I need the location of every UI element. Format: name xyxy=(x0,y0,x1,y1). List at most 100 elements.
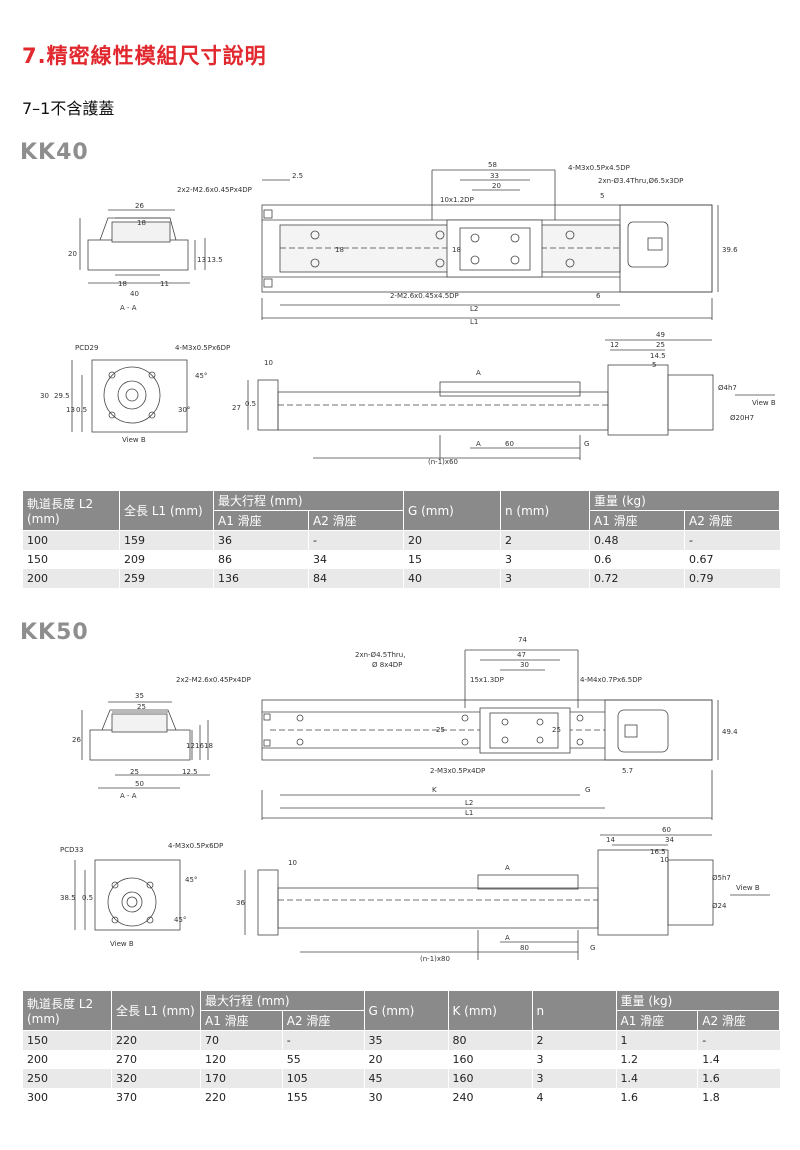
kk50-drawing: 2x2-M2.6x0.45Px4DP 74 47 30 2xn-Ø4.5Thru… xyxy=(60,636,770,963)
kk40-label-d12: 14.5 xyxy=(650,352,666,360)
kk50-label-c4: 0.5 xyxy=(82,894,93,902)
kk40-label-c1: PCD29 xyxy=(75,344,98,352)
table-cell: 3 xyxy=(500,550,590,569)
table-cell: 300 xyxy=(22,1088,112,1107)
kk40-label-a9: 5 xyxy=(600,192,604,200)
kk50-header-g: G (mm) xyxy=(363,990,449,1031)
kk50-header-weight-a1: A1 滑座 xyxy=(615,1010,699,1031)
kk50-label-b8: 12.5 xyxy=(182,768,198,776)
kk40-label-a1: 2x2-M2.6x0.45Px4DP xyxy=(177,186,252,194)
kk40-label-b1: 26 xyxy=(135,202,144,210)
kk50-label-b1: 35 xyxy=(135,692,144,700)
table-cell: 36 xyxy=(213,530,309,550)
table-cell: 200 xyxy=(22,1050,112,1069)
kk50-label-d4: A xyxy=(505,934,510,942)
kk40-label-d4: A xyxy=(476,369,481,377)
kk50-label-a6: 15x1.3DP xyxy=(470,676,504,684)
kk40-label-d1: 10 xyxy=(264,359,273,367)
table-cell: 150 xyxy=(22,550,120,569)
kk40-label-d10: 12 xyxy=(610,341,619,349)
kk50-header-n: n xyxy=(531,990,617,1031)
table-cell: 3 xyxy=(531,1069,616,1088)
kk50-label-b9: 50 xyxy=(135,780,144,788)
kk40-label-d11: 25 xyxy=(656,341,665,349)
kk40-label-a3: 58 xyxy=(488,161,497,169)
kk40-label-d13: 5 xyxy=(652,361,656,369)
kk40-label-a2: 2.5 xyxy=(292,172,303,180)
table-cell: 4 xyxy=(531,1088,616,1107)
kk50-label-d1: 10 xyxy=(288,859,297,867)
table-cell: - xyxy=(308,530,404,550)
kk50-label-a16: L1 xyxy=(465,809,473,817)
kk40-label-b6: 18 xyxy=(118,280,127,288)
table-cell: 209 xyxy=(119,550,214,569)
kk40-label-c9: View B xyxy=(122,436,146,444)
kk40-label-b8: 40 xyxy=(130,290,139,298)
kk50-header-rail: 軌道長度 L2 (mm) xyxy=(22,990,112,1031)
table-cell: 1.4 xyxy=(697,1050,780,1069)
kk50-header-k: K (mm) xyxy=(447,990,533,1031)
table-cell: 105 xyxy=(281,1069,364,1088)
kk50-header-weight: 重量 (kg) xyxy=(615,990,780,1011)
model-title-kk40: KK40 xyxy=(20,140,89,165)
kk50-label-a5: 2xn-Ø4.5Thru, xyxy=(355,651,405,659)
table-cell: 35 xyxy=(363,1030,448,1050)
kk50-label-d15: View B xyxy=(736,884,760,892)
kk50-label-c1: PCD33 xyxy=(60,846,83,854)
kk50-label-a11: 2-M3x0.5Px4DP xyxy=(430,767,485,775)
kk50-label-a4: 30 xyxy=(520,661,529,669)
table-cell: 150 xyxy=(22,1030,112,1050)
kk50-label-d7: (n-1)x80 xyxy=(420,955,450,963)
table-cell: 200 xyxy=(22,569,120,588)
kk40-label-a7: 2xn-Ø3.4Thru,Ø6.5x3DP xyxy=(598,177,683,185)
table-cell: 0.79 xyxy=(684,569,780,588)
kk50-label-a3: 47 xyxy=(517,651,526,659)
kk40-label-b2: 18 xyxy=(137,219,146,227)
kk40-label-b9: A - A xyxy=(120,304,137,312)
kk40-label-a8: 10x1.2DP xyxy=(440,196,474,204)
kk50-label-b5: 16 xyxy=(195,742,204,750)
kk40-label-a14: 6 xyxy=(596,292,601,300)
table-cell: - xyxy=(684,530,780,550)
page-title: 7.精密線性模組尺寸說明 xyxy=(22,44,267,68)
kk40-header-weight-a1: A1 滑座 xyxy=(589,510,685,531)
table-cell: 220 xyxy=(200,1088,283,1107)
kk40-label-c8: 45° xyxy=(195,372,207,380)
table-cell: 20 xyxy=(403,530,501,550)
table-cell: 160 xyxy=(447,1050,532,1069)
kk50-label-a10: 49.4 xyxy=(722,728,738,736)
table-cell: 159 xyxy=(119,530,214,550)
table-cell: 250 xyxy=(22,1069,112,1088)
kk40-label-d15: Ø20H7 xyxy=(730,414,754,422)
table-cell: 259 xyxy=(119,569,214,588)
model-title-kk50: KK50 xyxy=(20,620,89,645)
kk40-label-d16: View B xyxy=(752,399,776,407)
table-cell: 30 xyxy=(363,1088,448,1107)
kk50-label-d13: Ø5h7 xyxy=(712,874,731,882)
kk50-label-a8: 25 xyxy=(436,726,445,734)
kk50-label-a12: 5.7 xyxy=(622,767,633,775)
kk40-label-a6: 4-M3x0.5Px4.5DP xyxy=(568,164,630,172)
kk40-label-a10: 18 xyxy=(335,246,344,254)
kk40-label-b5: 13.5 xyxy=(207,256,223,264)
kk40-label-a11: 18 xyxy=(452,246,461,254)
kk40-label-a5: 20 xyxy=(492,182,501,190)
kk40-header-g: G (mm) xyxy=(403,490,501,531)
kk50-label-c6: 45° xyxy=(174,916,186,924)
kk40-header-rail: 軌道長度 L2 (mm) xyxy=(22,490,120,531)
kk50-label-d3: A xyxy=(505,864,510,872)
kk50-label-c7: View B xyxy=(110,940,134,948)
kk40-header-total: 全長 L1 (mm) xyxy=(119,490,214,531)
kk50-header-stroke-a1: A1 滑座 xyxy=(200,1010,283,1031)
kk50-label-c5: 45° xyxy=(185,876,197,884)
kk50-header-total: 全長 L1 (mm) xyxy=(111,990,201,1031)
table-cell: 160 xyxy=(447,1069,532,1088)
table-cell: 15 xyxy=(403,550,501,569)
table-cell: 34 xyxy=(308,550,404,569)
kk40-label-d6: 60 xyxy=(505,440,514,448)
kk40-label-a15: L2 xyxy=(470,305,478,313)
